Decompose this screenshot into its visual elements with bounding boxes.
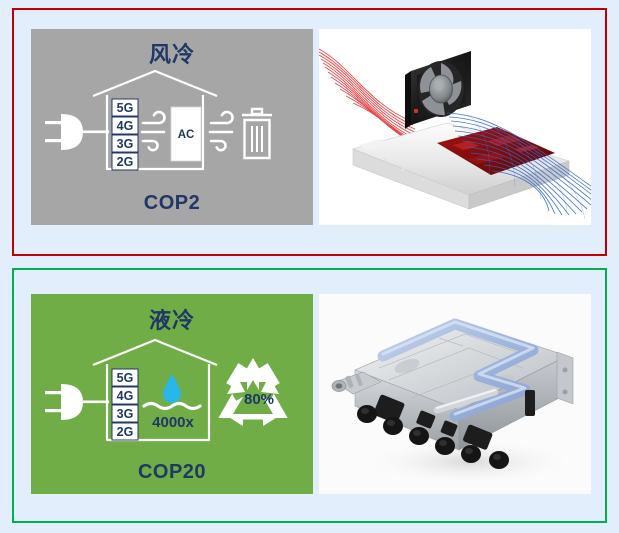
wind-icon-left <box>140 110 166 152</box>
plug-icon <box>45 384 109 420</box>
metal-tube <box>433 388 499 414</box>
water-waves-icon <box>142 401 202 411</box>
blue-airflow-streamlines <box>446 112 591 216</box>
air-cooling-stage: 5G 4G 3G 2G <box>31 67 313 185</box>
tier-label-2g: 2G <box>117 425 134 439</box>
tier-label-3g: 3G <box>117 137 134 151</box>
blue-airflow-streamlines-cross <box>468 114 586 220</box>
panel-liquid-cooling-inner: 液冷 <box>14 270 605 521</box>
liquid-cold-plate-photo <box>319 294 591 494</box>
air-cooled-server-fan-photo <box>319 29 591 225</box>
trash-can-icon <box>242 107 272 160</box>
tier-label-2g: 2G <box>117 155 134 169</box>
plug-icon <box>45 114 109 150</box>
liquid-cooling-diagram: 液冷 <box>31 294 313 494</box>
air-cooling-cop-label: COP2 <box>143 192 201 214</box>
recycle-percent-label: 80% <box>244 391 274 408</box>
water-droplet-icon <box>163 374 181 403</box>
tier-label-3g: 3G <box>117 407 134 421</box>
tier-label-4g: 4G <box>117 389 134 403</box>
black-grommets-highlight <box>361 408 501 460</box>
panel-liquid-cooling: 液冷 <box>12 268 607 523</box>
blue-coolant-channels <box>377 318 539 422</box>
ac-unit-box: AC <box>170 106 202 162</box>
network-tier-stack: 5G 4G 3G 2G <box>111 98 139 171</box>
air-cooling-diagram: 风冷 <box>31 29 313 225</box>
tier-label-4g: 4G <box>117 119 134 133</box>
tier-label-5g: 5G <box>117 371 134 385</box>
network-tier-stack: 5G 4G 3G 2G <box>111 368 139 441</box>
recycle-inner-cutout <box>233 380 273 414</box>
liquid-cooling-cop-label: COP20 <box>137 461 207 483</box>
liquid-cooling-title: 液冷 <box>148 309 195 334</box>
panel-air-cooling: 风冷 <box>12 8 607 256</box>
black-connectors <box>373 390 535 450</box>
panel-air-cooling-inner: 风冷 <box>14 10 605 254</box>
wind-icon-right <box>208 110 234 152</box>
ac-box-label: AC <box>178 129 195 141</box>
inlet-fitting <box>331 371 382 395</box>
axial-fan <box>405 51 471 129</box>
liquid-cooling-stage: 5G 4G 3G 2G <box>31 336 313 454</box>
water-multiplier-label: 4000x <box>152 414 194 431</box>
air-cooling-title: 风冷 <box>148 43 195 68</box>
tier-label-5g: 5G <box>117 101 134 115</box>
blue-coolant-channels-highlight <box>381 320 535 416</box>
